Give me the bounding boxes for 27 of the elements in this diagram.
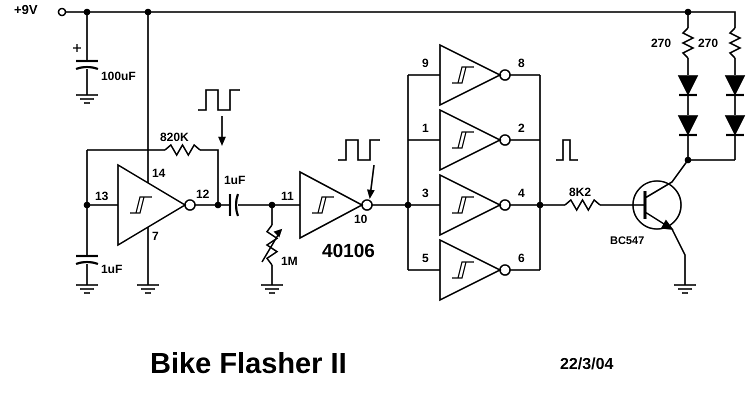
pin-number: 12 [196, 188, 210, 200]
component-value: 820K [160, 131, 189, 143]
component-value: 1M [281, 255, 298, 267]
pin-number: 4 [518, 187, 525, 199]
component-value: 270 [698, 37, 718, 49]
part-number: 40106 [322, 242, 375, 261]
pin-number: 11 [281, 190, 294, 202]
component-value: 1uF [224, 174, 246, 186]
component-value: 1uF [101, 263, 122, 275]
pin-number: 2 [518, 122, 525, 134]
pin-number: 10 [354, 213, 368, 225]
pin-number: 1 [422, 122, 429, 134]
supply-label: +9V [14, 3, 38, 16]
pin-number: 13 [95, 190, 108, 202]
pin-number: 5 [422, 252, 429, 264]
pin-number: 6 [518, 252, 525, 264]
component-value: 100uF [101, 70, 136, 82]
pin-number: 8 [518, 57, 525, 69]
date: 22/3/04 [560, 357, 614, 373]
diagram-title: Bike Flasher II [150, 350, 347, 379]
pin-number: 9 [422, 57, 429, 69]
component-value: 8K2 [569, 186, 592, 198]
pin-number: 3 [422, 187, 429, 199]
pin-number: 14 [152, 167, 166, 179]
pin-number: 7 [152, 230, 159, 242]
component-value: 270 [651, 37, 672, 49]
part-number: BC547 [610, 236, 644, 247]
